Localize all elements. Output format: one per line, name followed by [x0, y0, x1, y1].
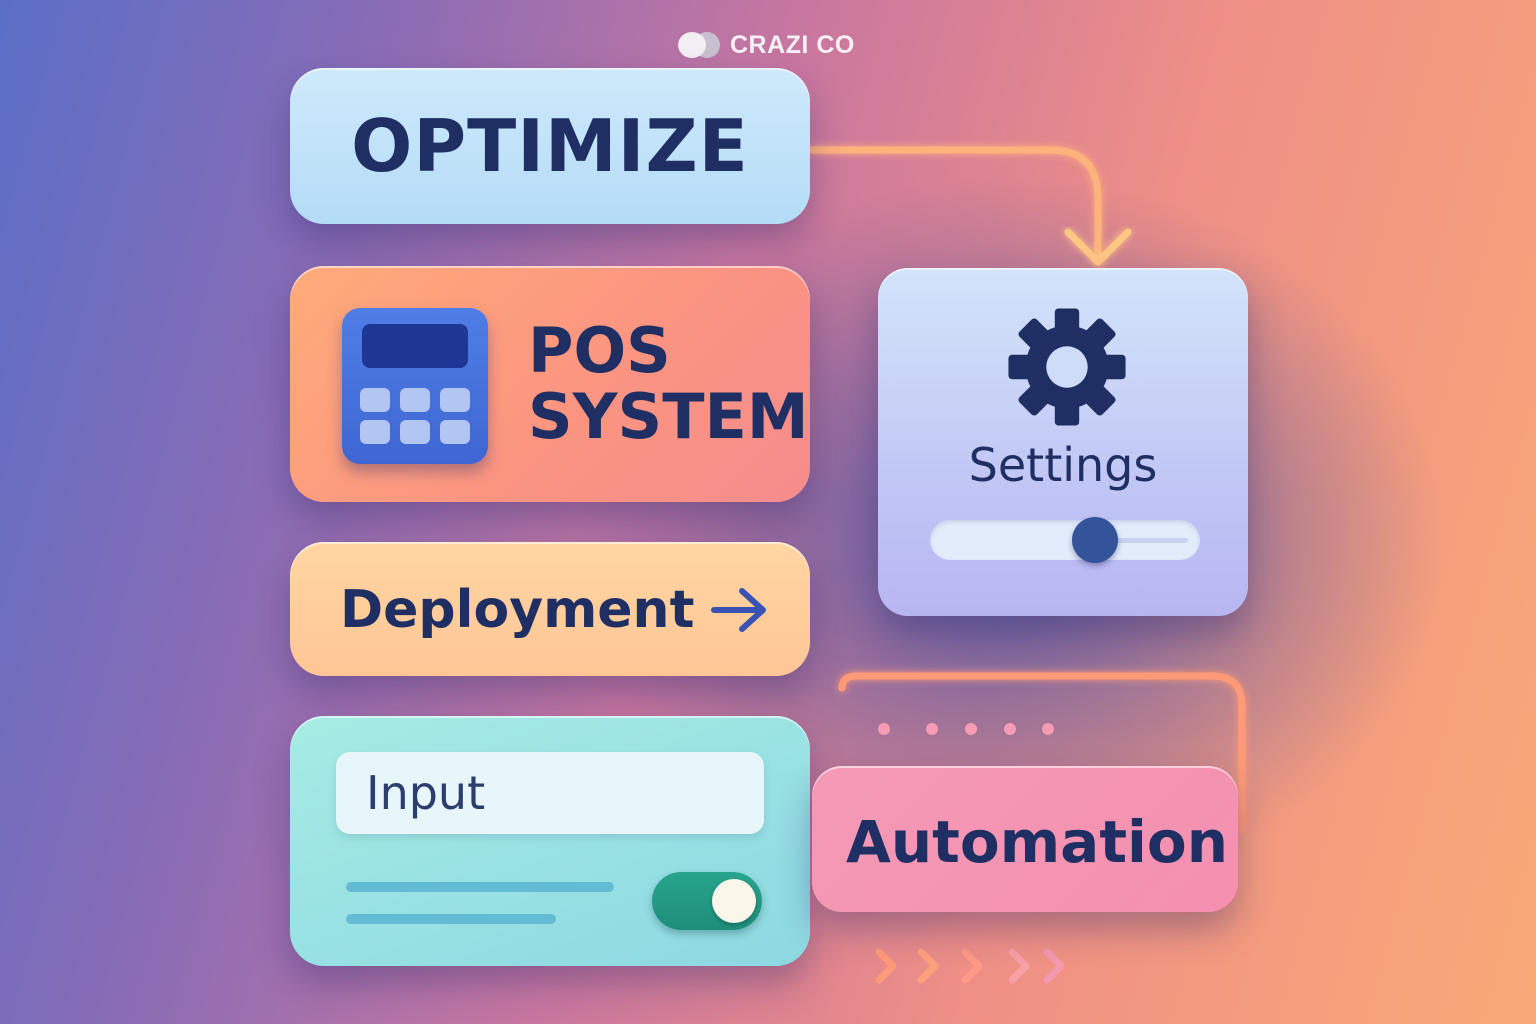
automation-label: Automation — [846, 808, 1229, 876]
dot-decoration — [926, 723, 938, 735]
chevrons-decoration — [875, 948, 1065, 984]
connector-arrowhead — [1064, 228, 1132, 266]
brand: CRAZI CO — [676, 30, 855, 60]
settings-slider[interactable] — [930, 517, 1200, 563]
toggle-switch[interactable] — [652, 872, 762, 930]
text-line-placeholder — [346, 914, 556, 924]
slider-track — [1100, 538, 1188, 543]
text-line-placeholder — [346, 882, 614, 892]
dot-decoration — [965, 723, 977, 735]
dot-decoration — [1042, 723, 1054, 735]
pos-title-line1: POS — [528, 314, 671, 387]
pos-system-title: POS SYSTEM — [528, 318, 809, 450]
gear-icon — [1008, 308, 1126, 426]
brand-name: CRAZI CO — [730, 30, 855, 59]
dot-decoration — [1004, 723, 1016, 735]
settings-label: Settings — [968, 438, 1158, 492]
input-card: Input — [290, 716, 810, 966]
optimize-label: OPTIMIZE — [351, 104, 749, 188]
pos-title-line2: SYSTEM — [528, 380, 809, 453]
dot-decoration — [878, 723, 890, 735]
arrow-right-icon — [711, 588, 766, 632]
input-field[interactable]: Input — [336, 752, 764, 834]
deployment-label: Deployment — [340, 580, 695, 640]
settings-card[interactable]: Settings — [878, 268, 1248, 616]
input-placeholder: Input — [366, 766, 486, 820]
brand-logo — [676, 30, 722, 60]
pos-system-card[interactable]: POS SYSTEM — [290, 266, 810, 502]
slider-thumb[interactable] — [1071, 517, 1118, 563]
deployment-button[interactable]: Deployment — [290, 542, 810, 676]
automation-card[interactable]: Automation — [812, 766, 1238, 912]
toggle-knob — [712, 879, 756, 923]
optimize-card[interactable]: OPTIMIZE — [290, 68, 810, 224]
optimize-to-settings-connector — [808, 146, 1102, 266]
calculator-icon — [342, 308, 488, 464]
